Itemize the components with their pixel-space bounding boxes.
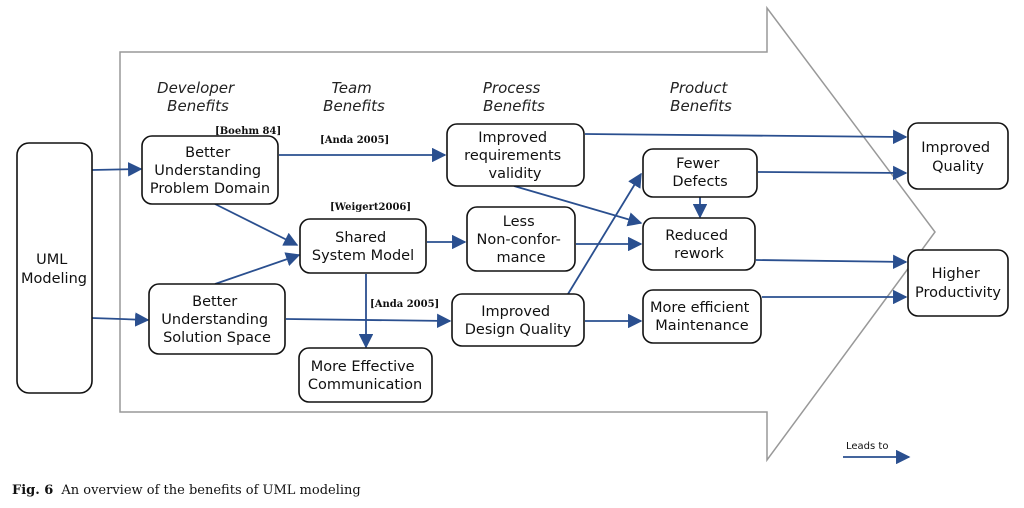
svg-text:Improved requirements: Improved requirements validity <box>464 130 566 182</box>
big-outline-arrow <box>119 5 936 463</box>
svg-text:More Effective Communica: More Effective Communication <box>308 359 422 393</box>
svg-text:Improved Design Quality: Improved Design Quality <box>465 304 572 338</box>
svg-text:Improved Quality: Improved Quality <box>921 140 994 175</box>
svg-text:Better Understanding: Better Understanding Solution Space <box>161 294 272 346</box>
node-requirements-validity: Improved requirements validity <box>446 123 585 187</box>
svg-text:Less Non-confor- m: Less Non-confor- mance <box>476 214 565 266</box>
svg-text:UML Modeling: UML Modeling <box>21 252 87 287</box>
arrow-defects-to-quality <box>757 165 908 181</box>
arrow-uml-to-solution-space <box>91 312 150 327</box>
arrow-rework-to-productivity <box>755 254 908 270</box>
svg-text:Better Understanding: Better Understanding Problem Domain <box>150 145 270 197</box>
node-higher-productivity: Higher Productivity <box>907 249 1009 317</box>
legend: Leads to <box>843 441 911 465</box>
citation-boehm: [Boehm 84] <box>215 126 281 137</box>
figure-caption: Fig. 6 An overview of the benefits of UML… <box>12 483 361 498</box>
arrow-requirements-to-quality <box>584 129 908 145</box>
node-uml-modeling: UML Modeling <box>16 142 93 394</box>
node-shared-system-model: Shared System Model <box>299 218 427 274</box>
node-solution-space: Better Understanding Solution Space <box>148 283 286 355</box>
svg-text:More efficient Maintenan: More efficient Maintenance <box>650 300 754 334</box>
citation-weigert: [Weigert2006] <box>330 202 411 213</box>
legend-label: Leads to <box>846 441 888 452</box>
arrow-uml-to-problem-domain <box>91 162 143 177</box>
arrow-solution-to-design <box>285 313 452 329</box>
node-design-quality: Improved Design Quality <box>451 293 585 347</box>
arrow-problem-to-shared <box>214 203 299 246</box>
arrow-requirements-to-rework <box>513 185 643 227</box>
header-process: Process Benefits <box>483 79 545 115</box>
node-problem-domain: Better Understanding Problem Domain <box>141 135 279 205</box>
header-team: Team Benefits <box>323 79 385 115</box>
header-developer: Developer Benefits <box>157 79 239 115</box>
citation-anda-1: [Anda 2005] <box>320 135 389 146</box>
figure-caption-text: An overview of the benefits of UML model… <box>61 483 361 498</box>
node-improved-quality: Improved Quality <box>907 122 1009 190</box>
figure-number: Fig. 6 <box>12 483 54 498</box>
node-reduced-rework: Reduced rework <box>642 217 756 271</box>
arrow-solution-to-shared <box>214 252 301 285</box>
node-communication: More Effective Communication <box>298 347 433 403</box>
header-product: Product Benefits <box>670 79 732 115</box>
svg-text:Reduced rework: Reduced rework <box>665 228 732 262</box>
svg-text:Fewer Defects: Fewer Defects <box>672 156 727 190</box>
node-maintenance: More efficient Maintenance <box>642 289 762 344</box>
node-fewer-defects: Fewer Defects <box>642 148 758 198</box>
citation-anda-2: [Anda 2005] <box>370 299 439 310</box>
svg-text:Shared System Model: Shared System Model <box>312 230 414 264</box>
svg-text:Higher Productivity: Higher Productivity <box>915 266 1001 301</box>
arrow-design-to-defects <box>567 172 642 295</box>
connectors <box>91 129 908 349</box>
node-nonconformance: Less Non-confor- mance <box>466 206 576 272</box>
